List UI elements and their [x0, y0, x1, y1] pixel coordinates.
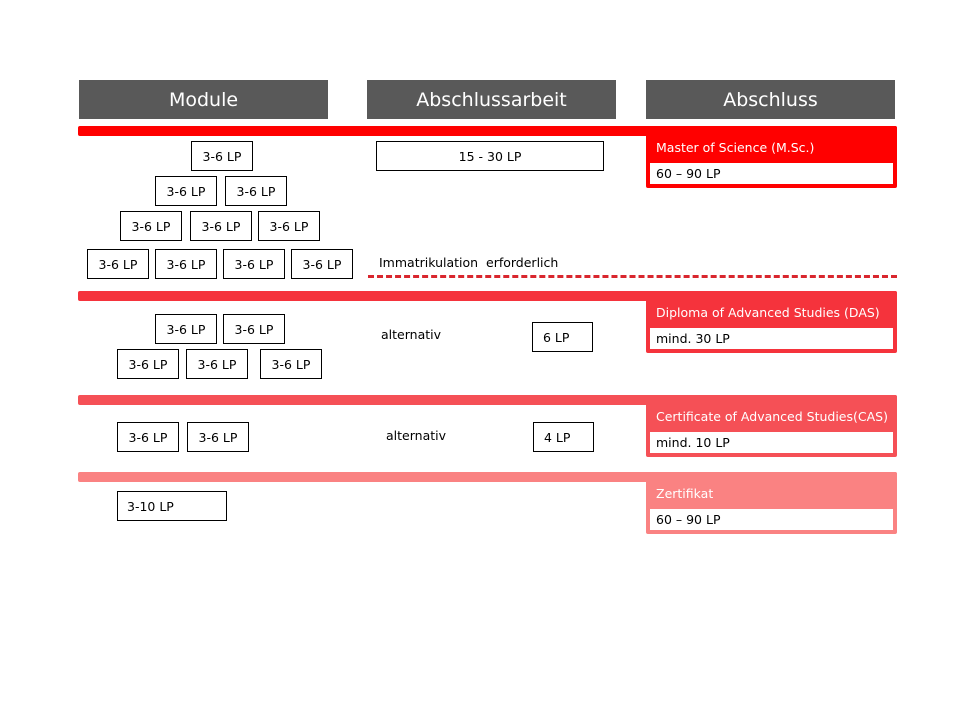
das-title: Diploma of Advanced Studies (DAS)	[656, 305, 880, 320]
das-thesis-box: 6 LP	[532, 322, 593, 352]
das-bar	[78, 291, 897, 301]
msc-bar	[78, 126, 897, 136]
cas-title: Certificate of Advanced Studies(CAS)	[656, 409, 888, 424]
header-abschlussarbeit: Abschlussarbeit	[367, 80, 616, 119]
zert-title: Zertifikat	[656, 486, 714, 501]
das-degree-box: Diploma of Advanced Studies (DAS) mind. 3…	[646, 291, 897, 353]
zert-bar	[78, 472, 897, 482]
module-box: 3-6 LP	[191, 141, 253, 171]
dashed-divider	[368, 275, 897, 278]
msc-degree-box: Master of Science (M.Sc.) 60 – 90 LP	[646, 126, 897, 188]
das-alternative: alternativ	[381, 327, 441, 342]
module-box: 3-6 LP	[258, 211, 320, 241]
das-credits: mind. 30 LP	[650, 328, 893, 349]
module-box: 3-6 LP	[155, 314, 217, 344]
module-box: 3-6 LP	[225, 176, 287, 206]
cas-thesis-box: 4 LP	[533, 422, 594, 452]
cas-degree-box: Certificate of Advanced Studies(CAS) mind…	[646, 395, 897, 457]
module-box: 3-10 LP	[117, 491, 227, 521]
module-box: 3-6 LP	[223, 314, 285, 344]
enrollment-note: Immatrikulation erforderlich	[379, 255, 559, 270]
module-box: 3-6 LP	[260, 349, 322, 379]
module-box: 3-6 LP	[190, 211, 252, 241]
module-box: 3-6 LP	[117, 422, 179, 452]
module-box: 3-6 LP	[117, 349, 179, 379]
module-box: 3-6 LP	[155, 249, 217, 279]
cas-bar	[78, 395, 897, 405]
module-box: 3-6 LP	[291, 249, 353, 279]
msc-title: Master of Science (M.Sc.)	[656, 140, 815, 155]
module-box: 3-6 LP	[87, 249, 149, 279]
zert-credits: 60 – 90 LP	[650, 509, 893, 530]
cas-alternative: alternativ	[386, 428, 446, 443]
module-box: 3-6 LP	[186, 349, 248, 379]
module-box: 3-6 LP	[187, 422, 249, 452]
header-abschluss: Abschluss	[646, 80, 895, 119]
thesis-box: 15 - 30 LP	[376, 141, 604, 171]
module-box: 3-6 LP	[155, 176, 217, 206]
header-module: Module	[79, 80, 328, 119]
module-box: 3-6 LP	[223, 249, 285, 279]
msc-credits: 60 – 90 LP	[650, 163, 893, 184]
module-box: 3-6 LP	[120, 211, 182, 241]
cas-credits: mind. 10 LP	[650, 432, 893, 453]
zert-degree-box: Zertifikat 60 – 90 LP	[646, 472, 897, 534]
